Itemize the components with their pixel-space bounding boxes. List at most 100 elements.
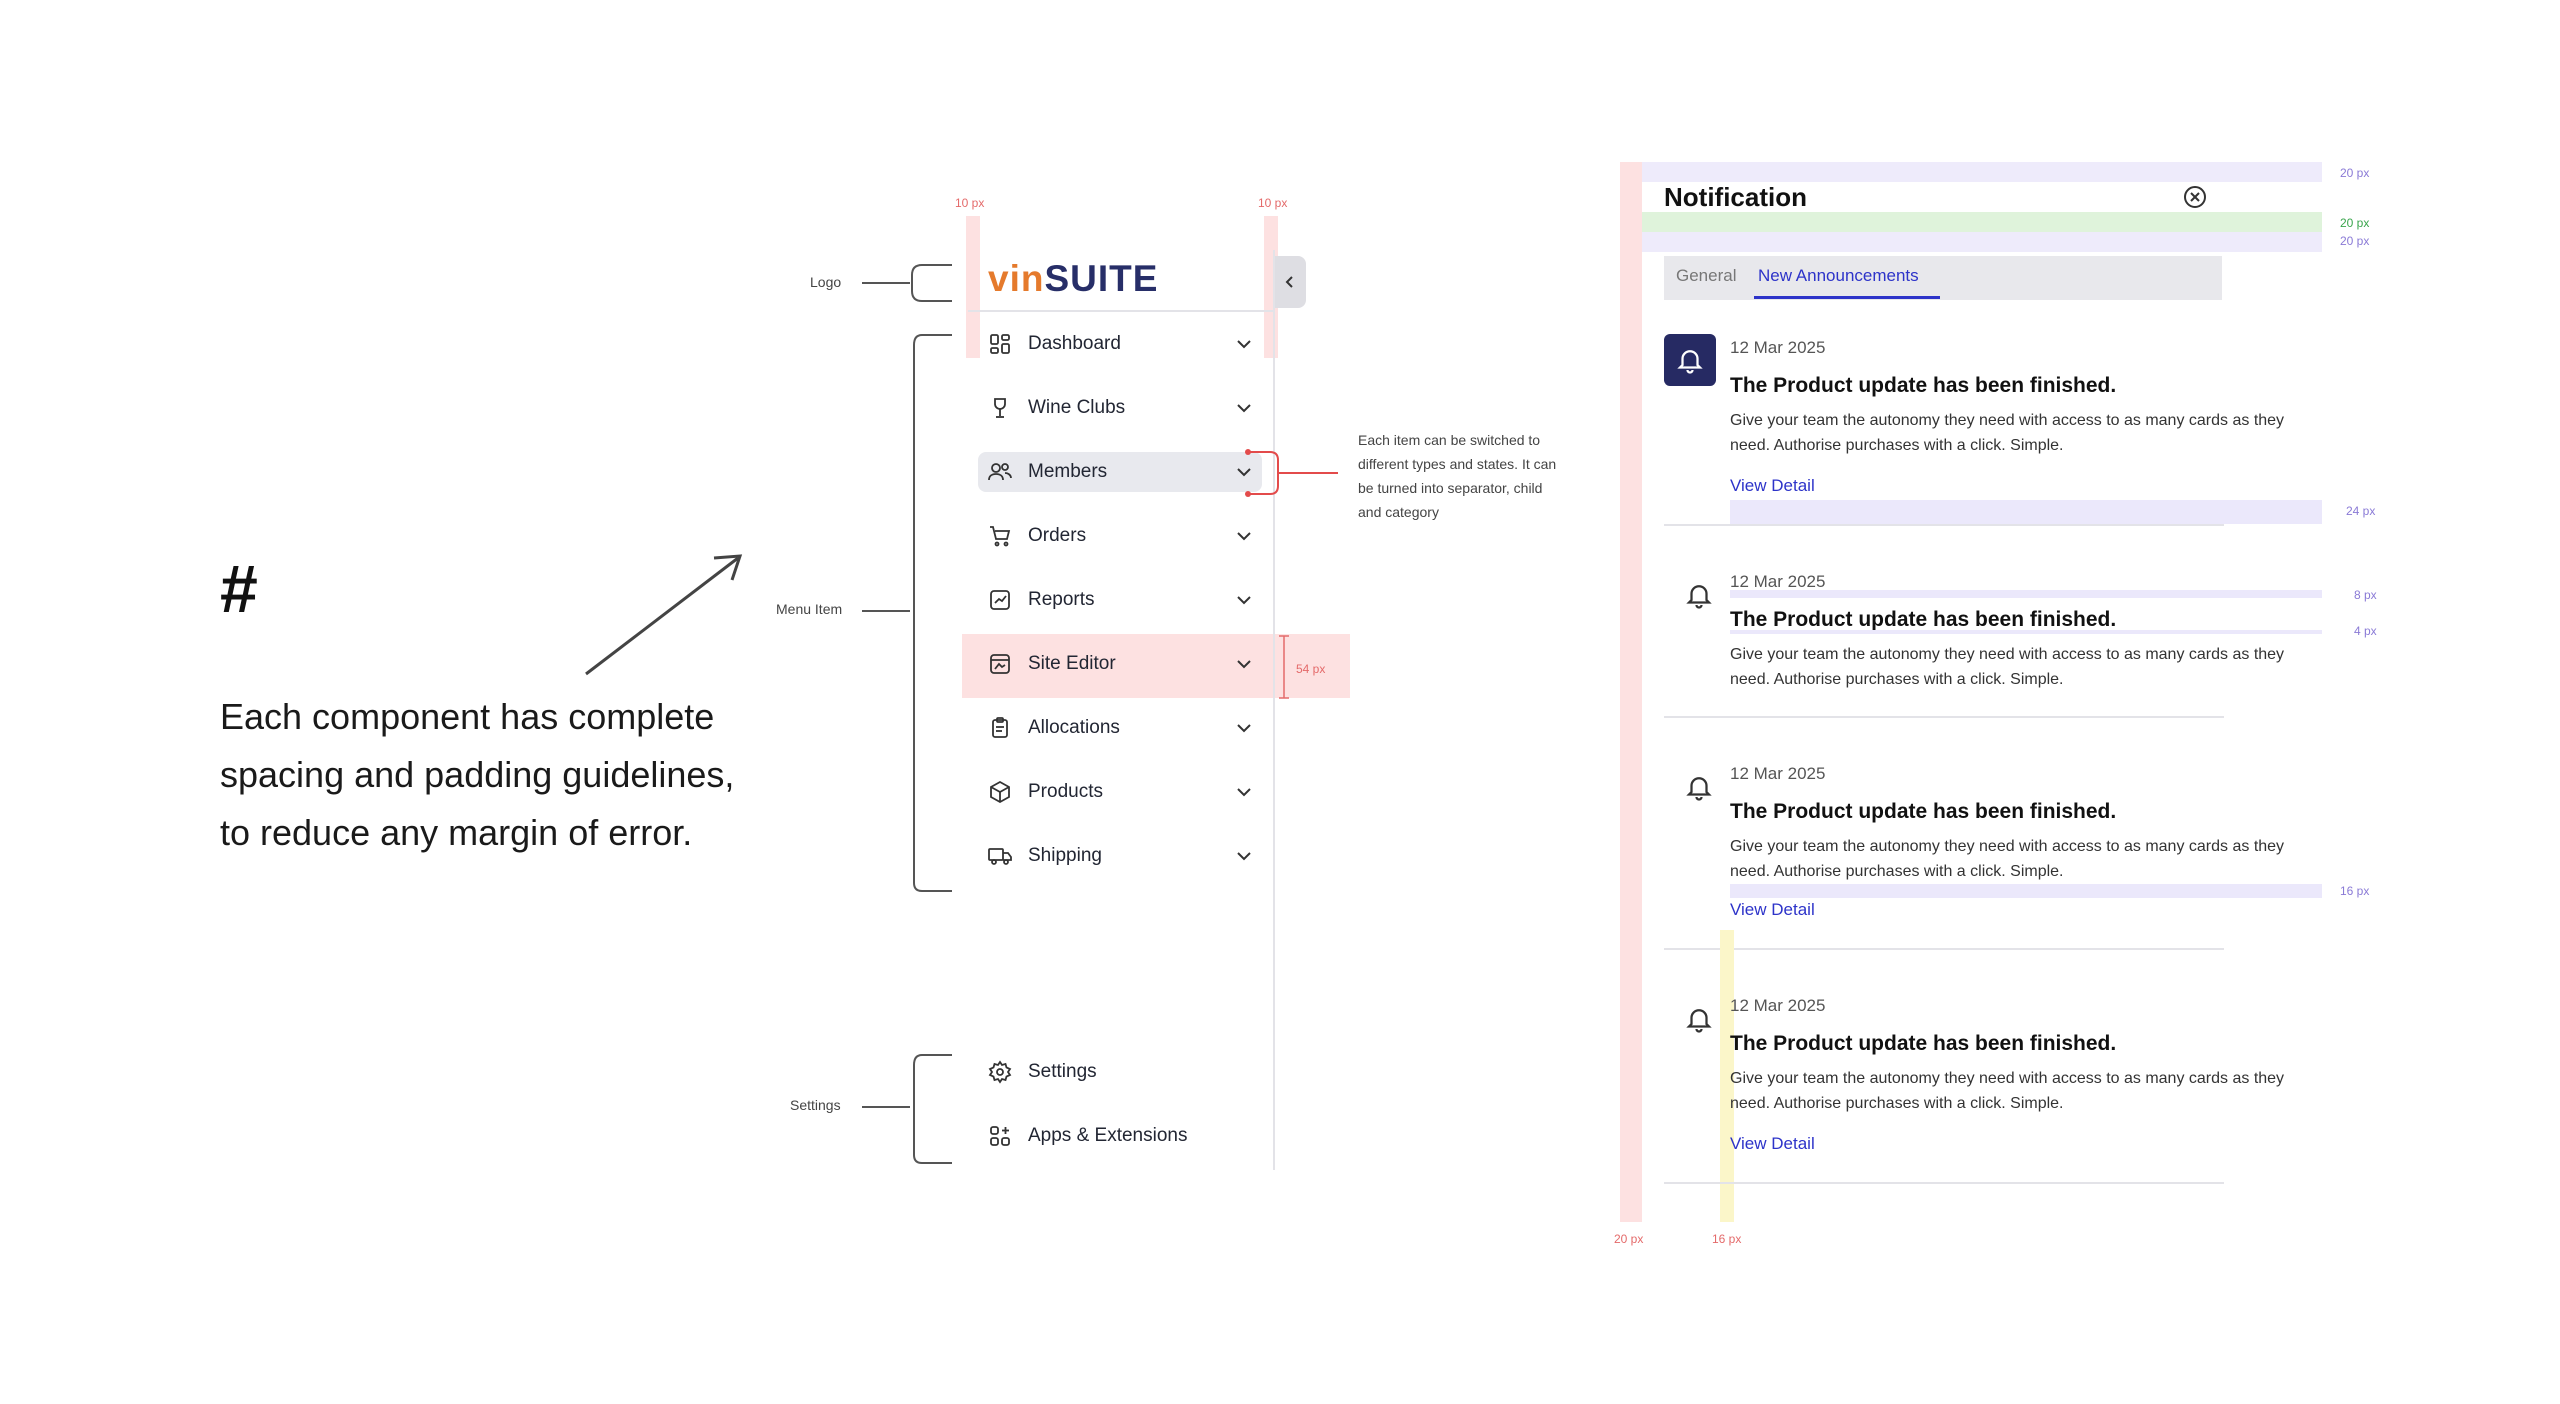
px-label: 10 px <box>1258 196 1288 210</box>
chevron-down-icon[interactable] <box>1232 332 1256 356</box>
sidebar-item-dashboard[interactable]: Dashboard <box>978 324 1262 364</box>
card-title: The Product update has been finished. <box>1730 608 2117 631</box>
tab-new-announcements[interactable]: New Announcements <box>1758 266 1919 285</box>
sidebar-item-label: Orders <box>1028 525 1087 546</box>
vinsuite-logo: vinSUITE <box>988 258 1158 300</box>
truck-icon <box>986 842 1014 870</box>
spacing-guide-top <box>1642 162 2322 182</box>
sidebar-item-members[interactable]: Members <box>978 452 1262 492</box>
px-label: 24 px <box>2346 504 2376 518</box>
sidebar-item-label: Reports <box>1028 589 1095 610</box>
notification-tabs: General New Announcements <box>1664 256 2222 300</box>
card-body: Give your team the autonomy they need wi… <box>1730 838 2285 880</box>
sidebar-item-label: Dashboard <box>1028 333 1121 354</box>
chart-icon <box>986 586 1014 614</box>
px-label: 4 px <box>2354 624 2377 638</box>
px-label: 16 px <box>1712 1232 1742 1246</box>
sidebar-border <box>1273 250 1275 1170</box>
card-divider <box>1664 948 2224 950</box>
chevron-down-icon[interactable] <box>1232 780 1256 804</box>
chevron-down-icon[interactable] <box>1232 460 1256 484</box>
px-label: 20 px <box>2340 234 2370 248</box>
logo-vin: vin <box>988 258 1045 299</box>
notification-title: Notification <box>1664 182 1807 212</box>
bell-icon <box>1686 585 1712 609</box>
logo-annotation: Logo <box>810 274 842 290</box>
state-bracket <box>1245 449 1338 497</box>
bell-icon <box>1677 350 1703 374</box>
item-state-note: Each item can be switched to different t… <box>1358 432 1557 520</box>
card-title: The Product update has been finished. <box>1730 800 2117 823</box>
bell-icon <box>1686 1009 1712 1033</box>
spacing-guide-title <box>1642 212 2322 232</box>
chevron-down-icon[interactable] <box>1232 396 1256 420</box>
spacing-guide-body-link <box>1730 884 2322 898</box>
view-detail-link[interactable]: View Detail <box>1730 900 1815 919</box>
sidebar-item-label: Products <box>1028 781 1103 802</box>
chevron-down-icon[interactable] <box>1232 588 1256 612</box>
px-label: 8 px <box>2354 588 2377 602</box>
view-detail-link[interactable]: View Detail <box>1730 476 1815 495</box>
menu-item-annotation: Menu Item <box>776 601 843 617</box>
chevron-down-icon[interactable] <box>1232 524 1256 548</box>
sidebar-item-label: Allocations <box>1028 717 1120 738</box>
sidebar-item-settings[interactable]: Settings <box>978 1052 1262 1092</box>
card-date: 12 Mar 2025 <box>1730 996 1826 1015</box>
site-editor-icon <box>986 650 1014 678</box>
px-label: 16 px <box>2340 884 2370 898</box>
users-icon <box>986 458 1014 486</box>
card-divider <box>1664 716 2224 718</box>
sidebar-item-label: Shipping <box>1028 845 1102 866</box>
card-divider <box>1664 1182 2224 1184</box>
sidebar-item-shipping[interactable]: Shipping <box>978 836 1262 876</box>
pointer-arrow <box>585 554 743 676</box>
clipboard-icon <box>986 714 1014 742</box>
spacing-guide-title-body <box>1730 630 2322 634</box>
chevron-down-icon[interactable] <box>1232 652 1256 676</box>
sidebar-item-orders[interactable]: Orders <box>978 516 1262 556</box>
card-date: 12 Mar 2025 <box>1730 572 1826 591</box>
annotation-brackets <box>862 264 952 1164</box>
dashboard-icon <box>986 330 1014 358</box>
padding-guide-left <box>966 216 980 358</box>
card-body: Give your team the autonomy they need wi… <box>1730 412 2285 454</box>
wine-glass-icon <box>986 394 1014 422</box>
collapse-sidebar-button[interactable] <box>1274 256 1306 308</box>
sidebar-item-label: Apps & Extensions <box>1028 1125 1188 1146</box>
cart-icon <box>986 522 1014 550</box>
box-icon <box>986 778 1014 806</box>
sidebar-item-products[interactable]: Products <box>978 772 1262 812</box>
card-title: The Product update has been finished. <box>1730 1032 2117 1055</box>
height-guide <box>1279 635 1289 699</box>
chevron-left-icon <box>1285 276 1293 288</box>
card-date: 12 Mar 2025 <box>1730 764 1826 783</box>
card-title: The Product update has been finished. <box>1730 374 2117 397</box>
sidebar-item-label: Wine Clubs <box>1028 397 1126 418</box>
chevron-down-icon[interactable] <box>1232 844 1256 868</box>
close-icon[interactable] <box>2182 184 2208 210</box>
chevron-down-icon[interactable] <box>1232 716 1256 740</box>
sidebar-item-apps-extensions[interactable]: Apps & Extensions <box>978 1116 1262 1156</box>
spacing-guide-date <box>1730 590 2322 598</box>
sidebar-item-site-editor[interactable]: Site Editor <box>978 644 1262 684</box>
settings-annotation: Settings <box>790 1097 841 1113</box>
hash-heading: # <box>220 551 258 627</box>
sidebar-item-allocations[interactable]: Allocations <box>978 708 1262 748</box>
bell-icon <box>1686 777 1712 801</box>
active-tab-indicator <box>1754 296 1940 299</box>
panel-padding-guide <box>1620 162 1642 1222</box>
card-body: Give your team the autonomy they need wi… <box>1730 1070 2285 1112</box>
sidebar-item-label: Site Editor <box>1028 653 1116 674</box>
px-label: 54 px <box>1296 662 1326 676</box>
spacing-guide-icon-gap <box>1720 930 1734 1222</box>
px-label: 20 px <box>2340 166 2370 180</box>
tab-general[interactable]: General <box>1676 266 1737 285</box>
view-detail-link[interactable]: View Detail <box>1730 1134 1815 1153</box>
spacing-guide-tabs <box>1642 232 2322 252</box>
spacing-guide-card <box>1730 500 2322 524</box>
sidebar-item-reports[interactable]: Reports <box>978 580 1262 620</box>
card-date: 12 Mar 2025 <box>1730 338 1826 357</box>
logo-divider <box>968 310 1273 312</box>
sidebar-item-wine-clubs[interactable]: Wine Clubs <box>978 388 1262 428</box>
apps-icon <box>986 1122 1014 1150</box>
